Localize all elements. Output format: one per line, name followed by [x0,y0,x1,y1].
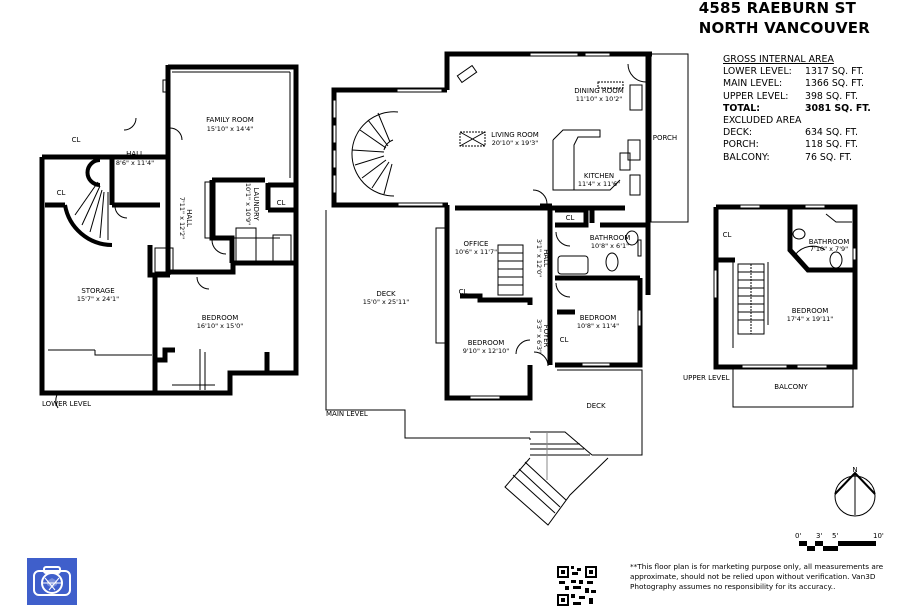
scale-tick-3: 3' [816,532,823,540]
main-cl-2-label: CL [459,288,468,296]
excluded-row-deck: DECK:634 SQ. FT. [723,127,858,139]
lower-cl-1-label: CL [72,136,81,144]
lower-laundry-size: 10'1" x 10'9" [244,183,252,225]
main-living-room-label: LIVING ROOM [491,131,539,139]
area-row-main: MAIN LEVEL:1366 SQ. FT. [723,78,864,90]
address-street: 4585 RAEBURN ST [698,0,857,17]
lower-bedroom-size: 16'10" x 15'0" [197,322,243,330]
scale-tick-5: 5' [832,532,839,540]
area-row-upper: UPPER LEVEL:398 SQ. FT. [723,90,858,102]
excluded-area-heading: EXCLUDED AREA [723,115,802,127]
disclaimer-text: **This floor plan is for marketing purpo… [630,562,884,591]
main-bedroom-2-size: 10'8" x 11'4" [577,322,619,330]
area-row-total: TOTAL:3081 SQ. FT. [723,102,871,114]
main-porch-label: PORCH [653,134,677,142]
main-cl-1-label: CL [566,214,575,222]
qr-code[interactable] [557,566,597,606]
camera-logo-icon [27,558,77,605]
lower-level-label: LOWER LEVEL [42,400,91,408]
upper-balcony-label: BALCONY [774,383,808,391]
lower-laundry-label: LAUNDRY [252,187,260,221]
lower-hall-size: 8'6" x 11'4" [116,159,154,167]
main-foyer-size: 3'3" x 6'3" [535,319,543,353]
lower-storage-label: STORAGE [81,287,114,295]
main-kitchen-size: 11'4" x 11'6" [578,180,620,188]
main-dining-room-size: 11'10" x 10'2" [576,95,622,103]
main-living-room-size: 20'10" x 19'3" [492,139,538,147]
main-kitchen-label: KITCHEN [584,172,614,180]
upper-level-plan [713,204,858,408]
scale-tick-10: 10' [873,532,884,540]
upper-level-label: UPPER LEVEL [683,374,730,382]
upper-bedroom-size: 17'4" x 19'11" [787,315,833,323]
property-address: 4585 RAEBURN ST NORTH VANCOUVER [699,0,870,38]
lower-hall-label: HALL [126,150,144,158]
main-office-label: OFFICE [464,240,489,248]
area-summary-table: GROSS INTERNAL AREA LOWER LEVEL:1317 SQ.… [723,54,871,164]
upper-bathroom-label: BATHROOM [809,238,850,246]
excluded-row-balcony: BALCONY:76 SQ. FT. [723,151,853,163]
lower-hall-2-size: 7'11" x 12'2" [178,197,186,239]
main-hall-label: HALL [542,249,550,267]
main-cl-3-label: CL [560,336,569,344]
main-bathroom-size: 10'8" x 6'1" [591,242,629,250]
main-office-size: 10'6" x 11'7" [455,248,497,256]
main-bedroom-1-size: 9'10" x 12'10" [463,347,509,355]
lower-cl-3-label: CL [277,199,286,207]
main-level-plan [325,51,689,526]
main-deck-2-label: DECK [586,402,606,410]
lower-level-plan [39,64,299,409]
upper-bedroom-label: BEDROOM [792,307,829,315]
area-row-lower: LOWER LEVEL:1317 SQ. FT. [723,66,864,78]
compass-icon: N [834,466,876,517]
main-bedroom-2-label: BEDROOM [580,314,617,322]
upper-cl-label: CL [723,231,732,239]
main-hall-size: 3'1" x 12'0" [535,239,543,277]
lower-storage-size: 15'7" x 24'1" [77,295,119,303]
main-foyer-label: FOYER [542,325,550,348]
room-labels: FAMILY ROOM 15'10" x 14'4" HALL 8'6" x 1… [42,87,849,418]
main-bedroom-1-label: BEDROOM [468,339,505,347]
compass-north-label: N [852,466,857,474]
lower-family-room-label: FAMILY ROOM [206,116,254,124]
address-city: NORTH VANCOUVER [698,19,870,37]
scale-bar-labels: 0' 3' 5' 10' [795,532,890,542]
gross-area-heading: GROSS INTERNAL AREA [723,54,834,65]
main-deck-label: DECK [376,290,396,298]
lower-family-room-size: 15'10" x 14'4" [207,125,253,133]
main-deck-size: 15'0" x 25'11" [363,298,409,306]
lower-bedroom-label: BEDROOM [202,314,239,322]
main-level-label: MAIN LEVEL [326,410,368,418]
lower-hall-2-label: HALL [185,209,193,227]
excluded-row-porch: PORCH:118 SQ. FT. [723,139,858,151]
scale-bar [799,541,876,551]
lower-cl-2-label: CL [57,189,66,197]
scale-tick-0: 0' [795,532,802,540]
main-dining-room-label: DINING ROOM [574,87,624,95]
main-bathroom-label: BATHROOM [590,234,631,242]
upper-bathroom-size: 7'10" x 7'9" [810,245,848,253]
